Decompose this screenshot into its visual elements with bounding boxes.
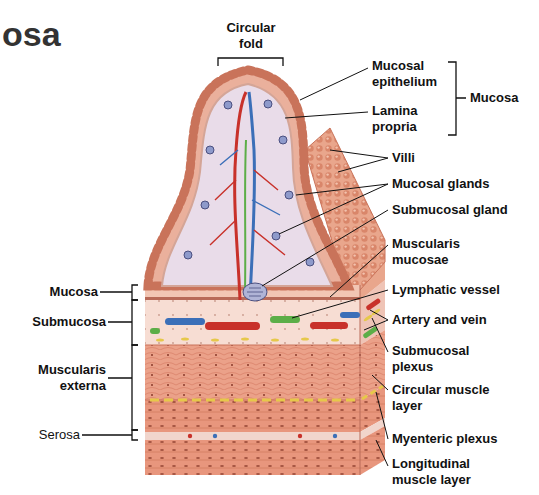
- leader-line: [262, 68, 388, 466]
- part-label: Circular muscle layer: [392, 382, 504, 414]
- lacteal: [245, 140, 246, 290]
- submucosa-layer: [145, 300, 360, 345]
- part-label: Submucosal plexus: [392, 343, 484, 375]
- part-label: Villi: [392, 150, 415, 166]
- part-label: Mucosa: [470, 90, 518, 106]
- artery: [235, 92, 246, 300]
- part-label: Circular fold: [220, 20, 282, 52]
- serosa-layer: [145, 432, 360, 440]
- mucosal-glands: [184, 100, 314, 266]
- part-label: Submucosa: [32, 314, 106, 330]
- longitudinal-muscle-layer: [145, 400, 360, 432]
- lamina-propria: [162, 84, 332, 286]
- bottom-layer: [145, 440, 360, 475]
- myenteric-plexus: [150, 399, 358, 402]
- part-label: Muscularis mucosae: [392, 236, 484, 268]
- part-label: Mucosal glands: [392, 176, 490, 192]
- vein: [249, 92, 255, 300]
- artery: [205, 322, 260, 330]
- part-label: Lamina propria: [372, 103, 442, 135]
- part-label: Longitudinal muscle layer: [392, 456, 490, 488]
- part-label: Artery and vein: [392, 312, 487, 328]
- part-label: Serosa: [39, 427, 80, 443]
- part-label: Muscularis externa: [21, 362, 106, 394]
- part-label: Mucosa: [50, 284, 98, 300]
- circular-muscle-layer: [145, 345, 360, 400]
- circular-fold: [148, 70, 348, 286]
- part-label: Myenteric plexus: [392, 431, 498, 447]
- submucosal-plexus: [156, 308, 381, 342]
- part-label: Mucosal epithelium: [372, 58, 452, 90]
- part-label: Lymphatic vessel: [392, 282, 500, 298]
- part-label: Submucosal gland: [392, 202, 508, 218]
- slide-title: osa: [2, 14, 61, 54]
- vein: [165, 318, 205, 325]
